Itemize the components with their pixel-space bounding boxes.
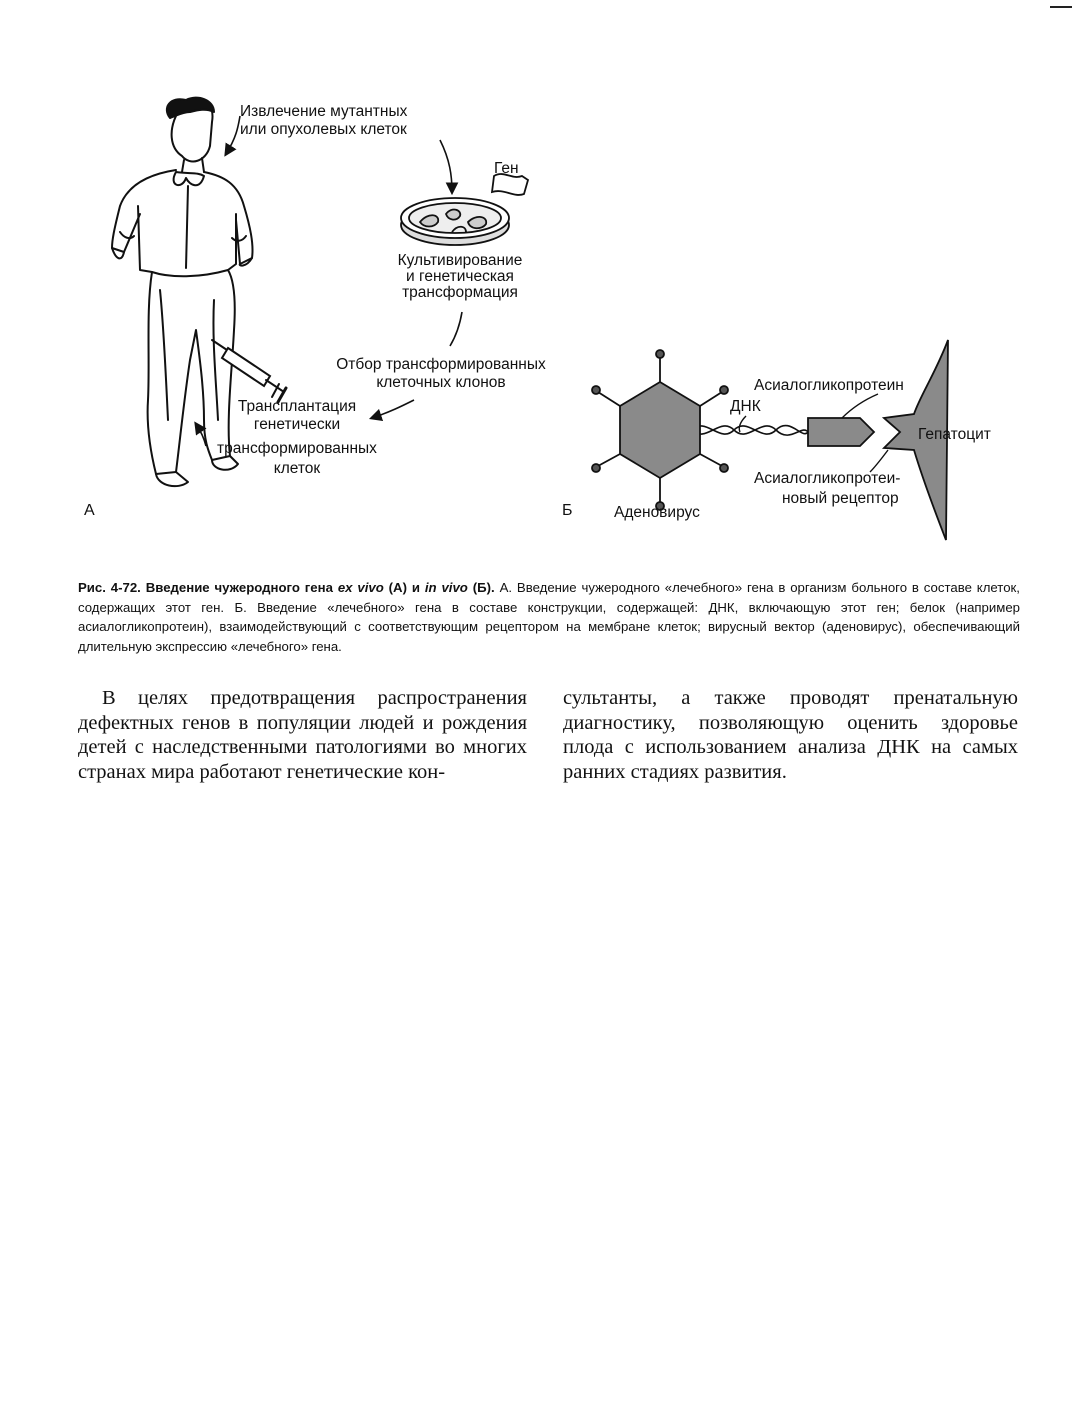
- label-extraction-line2: или опухолевых клеток: [240, 121, 407, 138]
- caption-mid1: (А) и: [389, 580, 420, 595]
- figure-caption: Рис. 4-72. Введение чужеродного гена ex …: [78, 578, 1020, 656]
- label-extraction-line1: Извлечение мутантных: [240, 103, 407, 120]
- label-transplant-line3: трансформированных: [196, 440, 398, 457]
- label-gene: Ген: [494, 160, 519, 177]
- petri-dish-icon: [401, 198, 509, 245]
- label-asialoglycoprotein: Асиалогликопротеин: [754, 377, 904, 394]
- figure-4-72: Извлечение мутантных или опухолевых клет…: [0, 0, 1077, 560]
- panel-b-letter: Б: [562, 502, 573, 519]
- label-hepatocyte: Гепатоцит: [918, 426, 991, 443]
- gene-fragment-icon: [492, 174, 528, 195]
- label-adenovirus: Аденовирус: [614, 504, 700, 521]
- label-dna: ДНК: [730, 398, 761, 415]
- caption-mid2: (Б).: [473, 580, 495, 595]
- label-selection-line1: Отбор трансформированных: [314, 356, 568, 373]
- label-transplant-line1: Трансплантация: [196, 398, 398, 415]
- label-selection-line2: клеточных клонов: [314, 374, 568, 391]
- label-transplant-line4: клеток: [196, 460, 398, 477]
- caption-in-vivo: in vivo: [425, 580, 468, 595]
- body-right-column: сультанты, а также проводят пренатальную…: [563, 686, 1018, 784]
- panel-a-letter: А: [84, 502, 95, 519]
- syringe-icon: [212, 340, 286, 402]
- caption-label: Рис. 4-72. Введение чужеродного гена: [78, 580, 333, 595]
- asialoglycoprotein-icon: [808, 418, 874, 446]
- caption-ex-vivo: ex vivo: [338, 580, 384, 595]
- adenovirus-icon: [592, 350, 728, 510]
- label-receptor-line1: Асиалогликопротеи-: [754, 470, 900, 487]
- label-culture-line1: Культивирование: [380, 252, 540, 269]
- label-culture-line2: и генетическая: [380, 268, 540, 285]
- label-receptor-line2: новый рецептор: [782, 490, 899, 507]
- label-transplant-line2: генетически: [196, 416, 398, 433]
- label-culture-line3: трансформация: [380, 284, 540, 301]
- dna-helix: [692, 426, 808, 436]
- body-left-column: В целях предотвращения распространения д…: [78, 686, 527, 784]
